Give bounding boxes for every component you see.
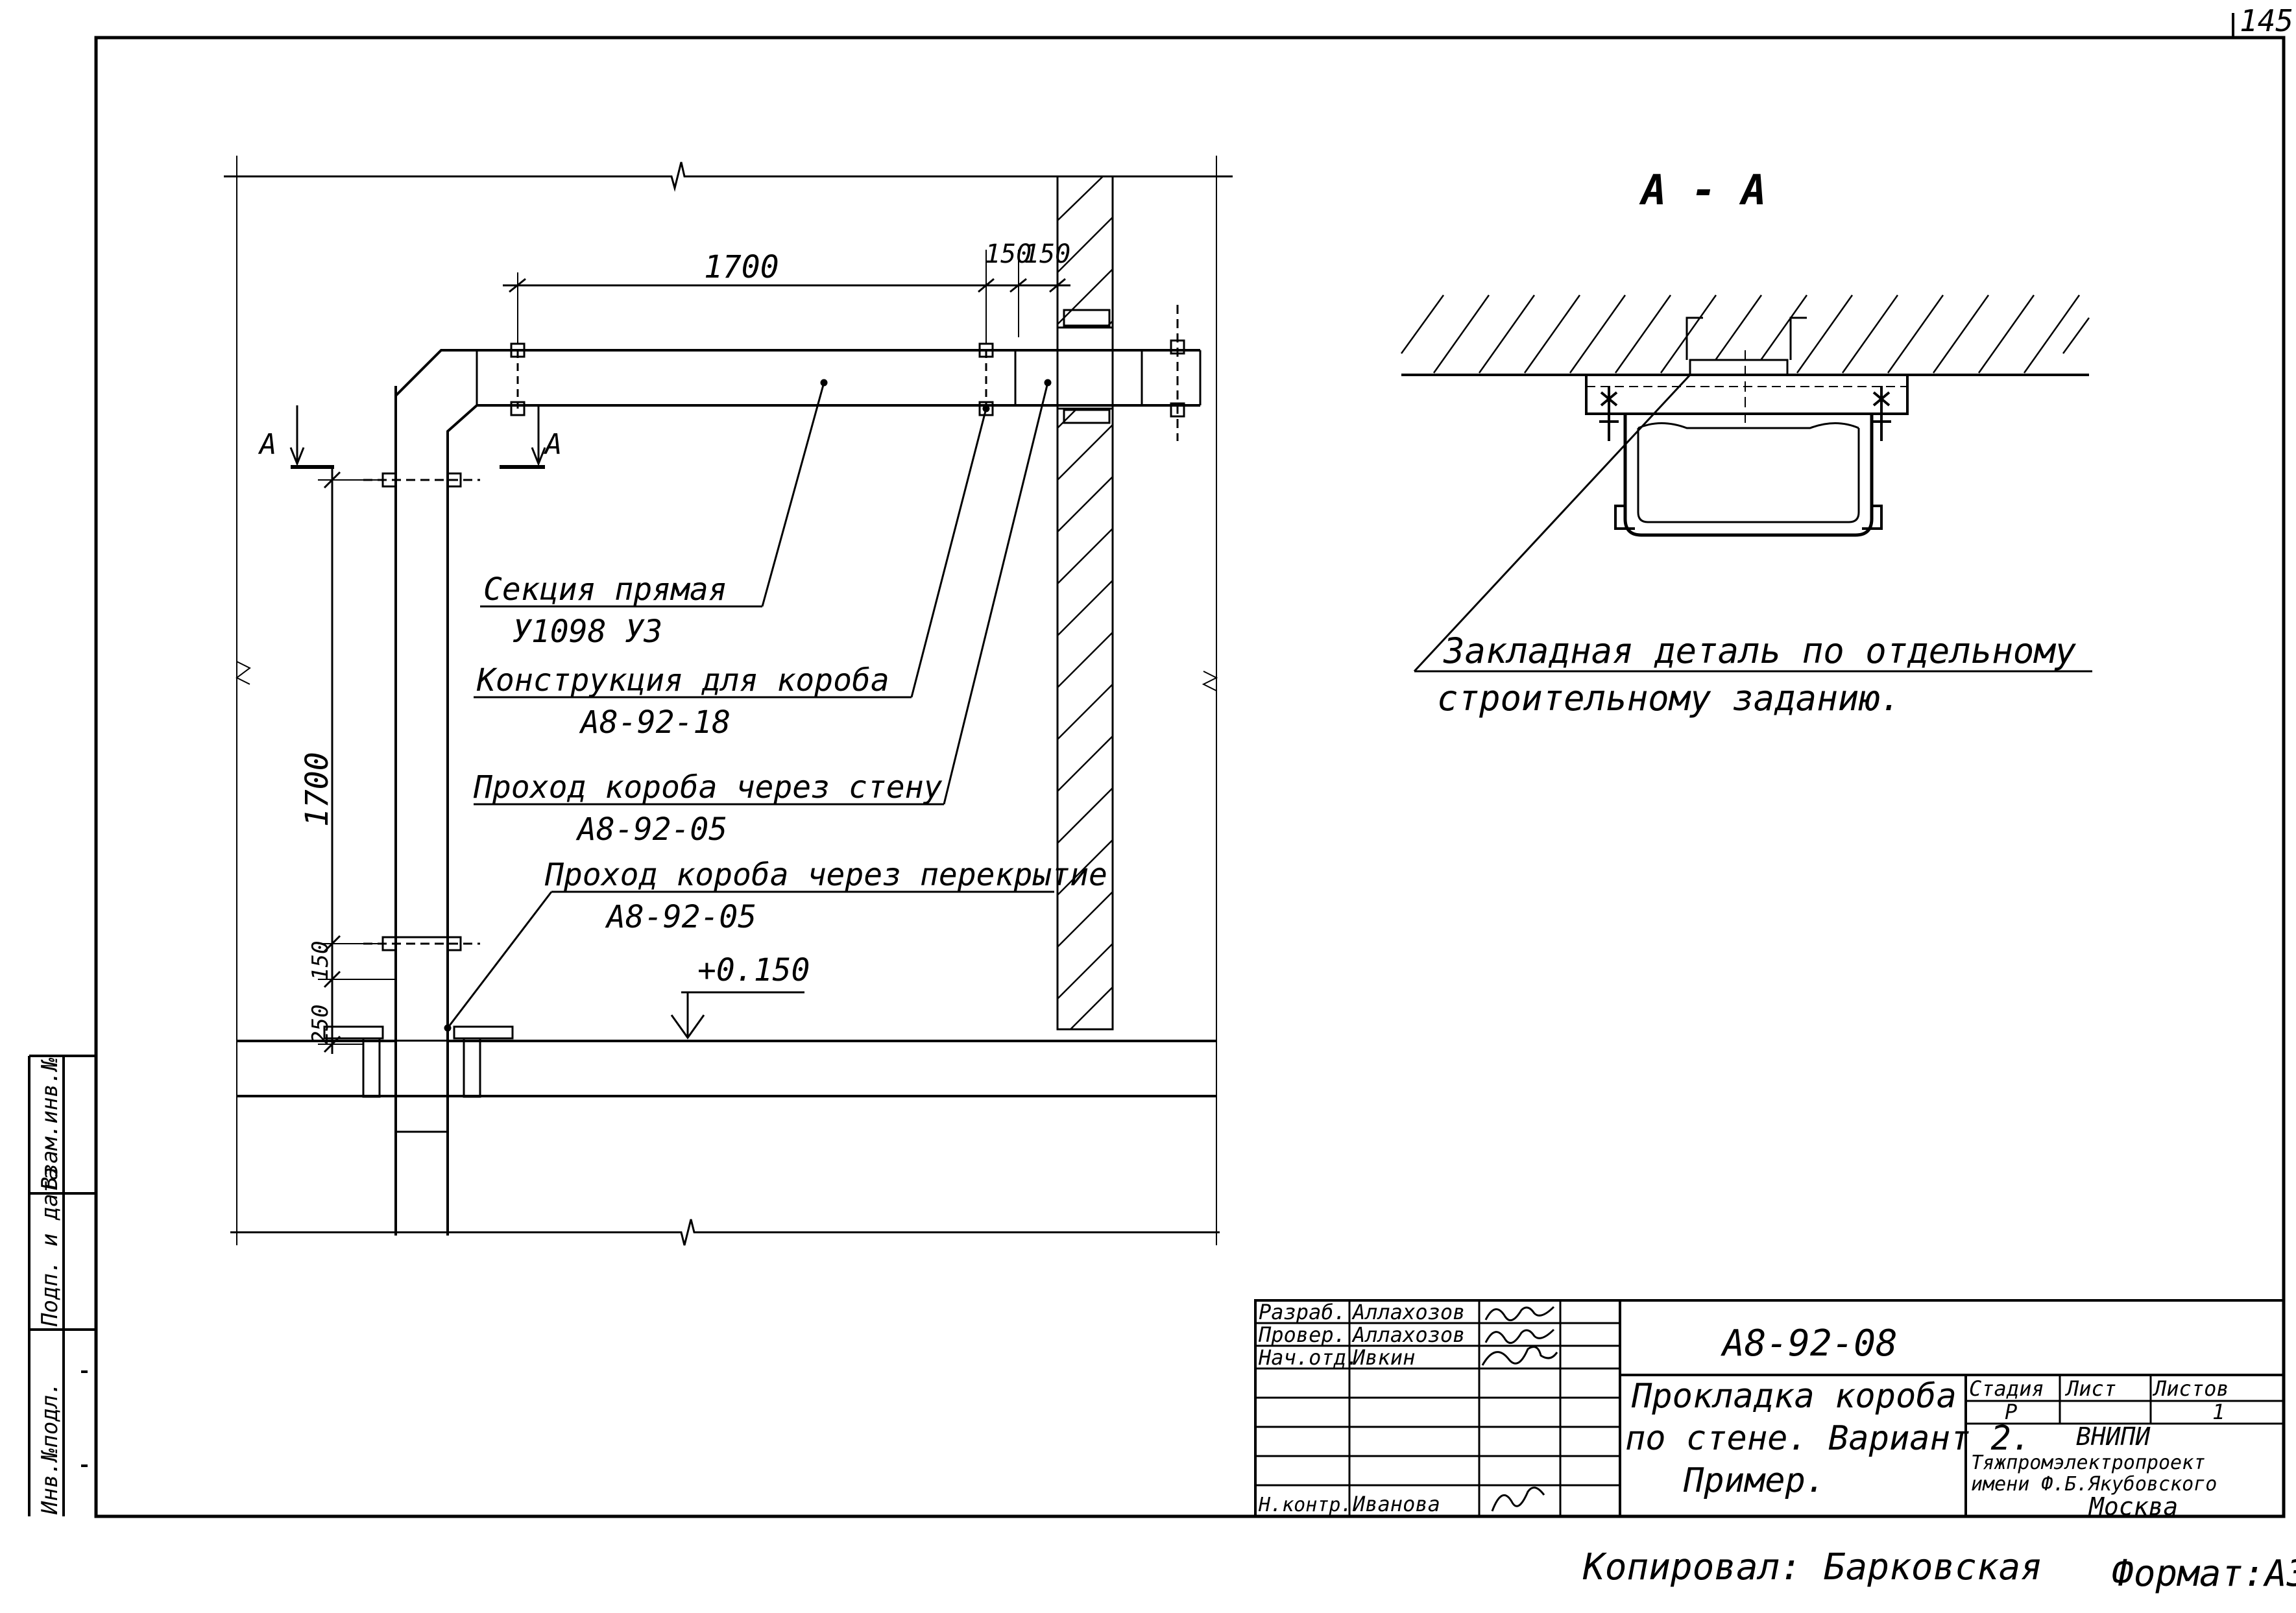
sheet-frame — [94, 13, 2286, 1518]
tb-stage-label: Стадия — [1969, 1376, 2044, 1401]
plan-view — [224, 156, 1233, 1246]
tb-doc-code: А8-92-08 — [1721, 1322, 1898, 1365]
callout-2-code: А8-92-18 — [579, 704, 731, 741]
footer-format: Формат:А3 — [2112, 1553, 2296, 1595]
dim-gap-b: 150 — [1024, 239, 1070, 269]
tb-name-3: Ивкин — [1352, 1345, 1415, 1370]
section-marker-left: А — [258, 428, 277, 461]
callout-1-code: У1098 У3 — [513, 614, 662, 650]
tb-name-2: Аллахозов — [1351, 1322, 1465, 1347]
side-stamp-sign: Подп. и дата — [37, 1167, 63, 1327]
section-title: А - А — [1639, 167, 1767, 215]
side-stamp-replace: Взам.инв.№ — [37, 1057, 63, 1190]
callout-2-title: Конструкция для короба — [476, 662, 889, 699]
level-mark: +0.150 — [697, 952, 810, 988]
tb-sheets-label: Листов — [2152, 1376, 2229, 1401]
sheet-number: 145 — [2240, 3, 2293, 38]
tb-sheets-value: 1 — [2212, 1400, 2225, 1424]
tb-role-2: Провер. — [1258, 1322, 1346, 1347]
tb-name-1: Аллахозов — [1351, 1300, 1465, 1324]
tb-org-1: ВНИПИ — [2076, 1422, 2151, 1451]
section-marker-right: А — [543, 428, 562, 461]
tb-title-1: Прокладка короба — [1631, 1377, 1957, 1416]
dim-horiz-1700: 1700 — [704, 249, 779, 285]
tb-org-3: имени Ф.Б.Якубовского — [1971, 1473, 2217, 1496]
tb-role-4: Н.контр. — [1258, 1494, 1353, 1516]
tb-role-3: Нач.отд. — [1258, 1345, 1359, 1370]
tb-role-1: Разраб. — [1259, 1300, 1346, 1324]
tb-title-2: по стене. Вариант 2. — [1625, 1419, 2031, 1458]
tb-org-2: Тяжпромэлектропроект — [1971, 1452, 2205, 1474]
section-note-line2: строительному заданию. — [1437, 678, 1901, 719]
footer-copied: Копировал: Барковская — [1582, 1546, 2042, 1588]
tb-sheet-label: Лист — [2064, 1376, 2116, 1401]
callout-1-title: Секция прямая — [483, 571, 727, 608]
wall-hatch — [1057, 176, 1113, 1030]
tb-name-4: Иванова — [1352, 1492, 1440, 1516]
tb-org-4: Москва — [2088, 1492, 2178, 1521]
dim-vert-150: 150 — [308, 941, 333, 981]
callout-3-code: А8-92-05 — [575, 811, 727, 848]
callout-4-title: Проход короба через перекрытие — [544, 857, 1107, 893]
side-stamp-inv: Инв.№подл. — [37, 1381, 63, 1515]
callout-4-code: А8-92-05 — [605, 899, 756, 935]
callout-3-title: Проход короба через стену — [473, 769, 943, 806]
title-block — [1254, 1299, 2285, 1518]
tb-stage-value: Р — [2005, 1400, 2017, 1424]
section-view — [1400, 294, 2092, 673]
side-stamp — [28, 1055, 96, 1516]
dim-gap-a: 150 — [985, 239, 1032, 269]
dim-vert-250: 250 — [308, 1005, 333, 1044]
section-note-line1: Закладная деталь по отдельному — [1443, 630, 2077, 671]
dim-vert-1700: 1700 — [299, 752, 335, 827]
tb-title-3: Пример. — [1683, 1461, 1826, 1500]
